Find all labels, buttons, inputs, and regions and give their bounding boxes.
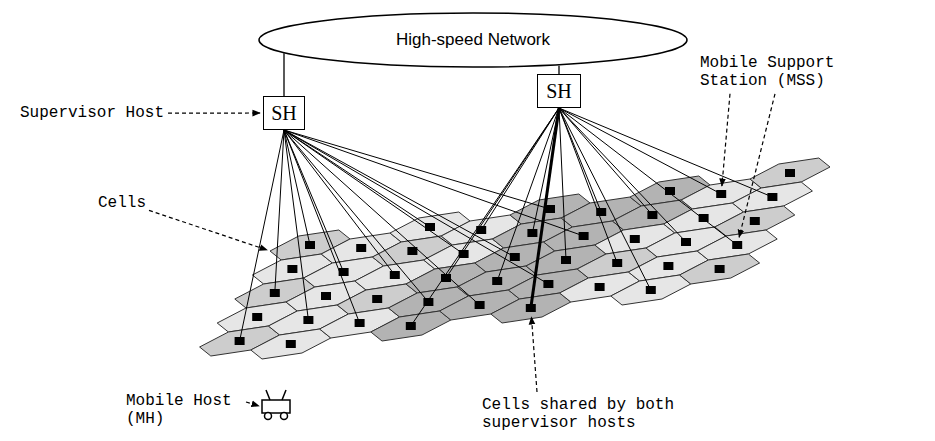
node-text: High-speed Network: [396, 30, 550, 50]
network-link: [558, 66, 559, 74]
mss-square: [750, 217, 760, 225]
mss-square: [235, 337, 245, 345]
leader-arrow: [739, 94, 775, 237]
mss-square: [663, 262, 673, 270]
mss-square: [681, 238, 691, 246]
mss-square: [339, 268, 349, 276]
mss-square: [441, 274, 451, 282]
sh-mss-wire: [531, 108, 559, 308]
callout-label: Cells shared by both supervisor hosts: [482, 396, 687, 433]
mss-square: [252, 313, 262, 321]
cell-grid: [200, 158, 830, 359]
mss-square: [715, 265, 725, 273]
sh-mss-wire: [559, 108, 721, 194]
mss-square: [355, 319, 365, 327]
mss-square: [305, 241, 315, 249]
mss-square: [526, 304, 536, 312]
mss-square: [612, 259, 622, 267]
mss-square: [647, 211, 657, 219]
sh-mss-wire: [284, 130, 360, 323]
mss-square: [492, 277, 502, 285]
mss-square: [716, 190, 726, 198]
callout-label: Cells: [98, 194, 146, 212]
mss-square: [561, 256, 571, 264]
mss-square: [286, 340, 296, 348]
sh-mss-wire: [284, 130, 308, 320]
callout-label: Mobile Host (MH): [126, 392, 244, 429]
sh-mss-wire: [284, 130, 548, 284]
mss-square: [545, 205, 555, 213]
mss-square: [646, 286, 656, 294]
sh-mss-wire: [284, 130, 395, 275]
callout-label: Supervisor Host: [20, 104, 164, 122]
mss-square: [527, 229, 537, 237]
leader-arrow: [531, 317, 537, 392]
node-text: SH: [546, 80, 572, 103]
mss-square: [596, 208, 606, 216]
supervisor-box: SH: [537, 74, 581, 108]
mss-square: [390, 271, 400, 279]
sh-mss-wire: [559, 108, 652, 215]
mss-square: [303, 316, 313, 324]
mss-square: [287, 265, 297, 273]
leader-arrow: [149, 210, 267, 250]
mss-square: [475, 301, 485, 309]
leader-arrow: [168, 112, 260, 113]
sh-mss-links: [240, 108, 773, 341]
mss-square: [425, 223, 435, 231]
mss-square: [459, 250, 469, 258]
mss-square: [510, 253, 520, 261]
mss-square: [406, 322, 416, 330]
mobile-host-icon: [262, 390, 290, 420]
sh-mss-wire: [559, 108, 737, 245]
leader-arrow: [246, 402, 259, 406]
mss-square: [595, 283, 605, 291]
mss-square: [321, 292, 331, 300]
mss-square: [665, 187, 675, 195]
sh-mss-wire: [284, 130, 480, 305]
mss-square: [423, 298, 433, 306]
mss-square: [270, 289, 280, 297]
mss-square: [356, 244, 366, 252]
mss-square: [630, 235, 640, 243]
leader-arrow: [722, 94, 730, 186]
sh-mss-wire: [284, 130, 584, 236]
sh-mss-wire: [497, 108, 559, 281]
sh-mss-wire: [240, 130, 284, 341]
mss-square: [407, 247, 417, 255]
sh-mss-wire: [284, 130, 550, 209]
mss-stations: [235, 169, 795, 348]
mss-square: [767, 193, 777, 201]
mss-square: [476, 226, 486, 234]
sh-mss-wire: [284, 130, 464, 254]
sh-mss-wire: [284, 130, 515, 257]
callout-label: Mobile Support Station (MSS): [700, 54, 845, 91]
mss-square: [372, 295, 382, 303]
mss-square: [699, 214, 709, 222]
cell-hex: [611, 275, 691, 305]
sh-mss-wire: [559, 108, 617, 263]
callout-arrows: [149, 94, 775, 406]
cell-hex: [251, 329, 331, 359]
network-ellipse: High-speed Network: [258, 12, 688, 68]
mss-square: [579, 232, 589, 240]
sh-mss-wire: [559, 108, 772, 197]
sh-mss-wire: [559, 108, 686, 242]
cell-hex: [680, 254, 760, 284]
sh-mss-wire: [531, 108, 559, 308]
mss-square: [785, 169, 795, 177]
supervisor-box: SH: [263, 96, 305, 130]
sh-mss-wire: [559, 108, 566, 260]
cell-hex: [371, 311, 451, 341]
sh-mss-wire: [275, 130, 284, 293]
network-link: [283, 53, 284, 96]
mss-square: [543, 280, 553, 288]
mss-square: [732, 241, 742, 249]
node-text: SH: [271, 102, 297, 125]
sh-mss-wire: [559, 108, 651, 290]
